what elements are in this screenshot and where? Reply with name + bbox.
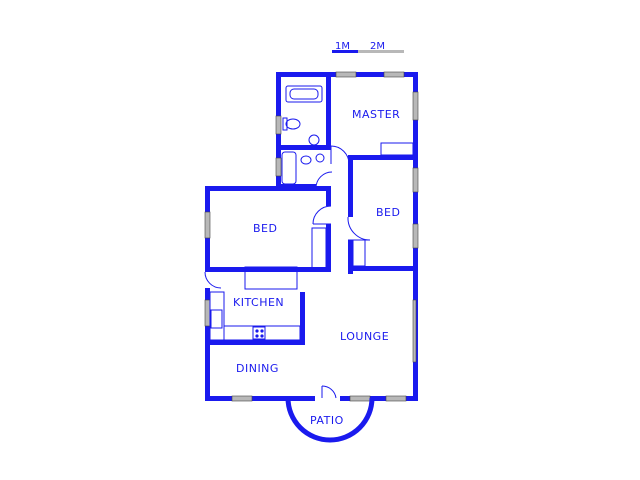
kitchen-counter-top [244,266,298,290]
sink-icon [210,309,223,329]
window-master-right [412,91,419,121]
room-label-dining: DINING [236,362,279,375]
bath2-tub-icon [281,151,297,185]
window-bed2-right-1 [412,167,419,193]
window-lounge-bottom-1 [349,395,371,402]
window-bed1-left [204,211,211,239]
window-bath2-left [275,157,282,177]
stove-burner-1 [255,329,259,333]
bathtub-icon [285,85,323,103]
bathtub-basin-icon [289,88,319,100]
fixtures [209,85,414,341]
toilet-icon [285,118,301,130]
master-cupboard [380,142,414,156]
window-lounge-right [412,299,417,363]
kitchen-counter-bottom [223,325,301,341]
wall-bottom-left [205,396,315,401]
bed1-cupboard [311,227,327,269]
room-label-bed-1: BED [253,222,277,235]
wall-kitchen-bottom [205,340,305,345]
door-master-swing [330,145,350,165]
room-label-kitchen: KITCHEN [233,296,284,309]
stove-burner-4 [260,334,264,338]
patio-wall [285,397,375,443]
window-bed2-right-2 [412,223,419,249]
window-bath-left [275,115,282,135]
door-bed1-swing [312,205,332,225]
door-front-swing [321,385,337,399]
toilet-tank-icon [282,117,288,131]
door-bed2-swing [347,216,371,241]
doors [204,145,371,399]
door-bath-swing [315,171,333,189]
wall-master-bed [348,155,418,160]
kitchen-counter-left [209,291,225,341]
scale-bar: 1M 2M [332,41,404,53]
wall-bed1-right-lower [326,224,331,272]
scale-label-2m: 2M [370,41,385,52]
room-label-master: MASTER [352,108,400,121]
scale-bar-segment-1 [332,50,358,53]
bath2-basin-icon [315,153,325,163]
basin-icon [308,134,320,146]
wall-bed1-bottom [205,267,331,272]
scale-label-1m: 1M [335,41,350,52]
stove-icon [252,326,266,340]
room-label-lounge: LOUNGE [340,330,389,343]
window-master-top-1 [335,71,357,78]
wall-bed1-top [205,186,331,191]
wall-bottom-right [340,396,418,401]
wall-bed2-left-upper [348,155,353,217]
bath2-toilet-icon [300,155,312,165]
room-label-patio: PATIO [310,414,344,427]
bed2-cupboard [352,239,366,267]
wall-kitchen-right [300,292,305,345]
wall-bed2-bottom [348,266,418,271]
stove-burner-3 [255,334,259,338]
scale-bar-segment-2 [358,50,404,53]
wall-bed1-right-upper [326,186,331,206]
wall-bath-divider [276,145,331,150]
window-dining-bottom [231,395,253,402]
window-master-top-2 [383,71,405,78]
wall-bath-master [326,72,331,148]
door-kitchen-swing [204,271,222,289]
stove-burner-2 [260,329,264,333]
wall-bed2-left-lower [348,240,353,274]
window-lounge-bottom-2 [385,395,407,402]
room-label-bed-2: BED [376,206,400,219]
window-kitchen-left [204,299,211,327]
windows [204,71,419,402]
